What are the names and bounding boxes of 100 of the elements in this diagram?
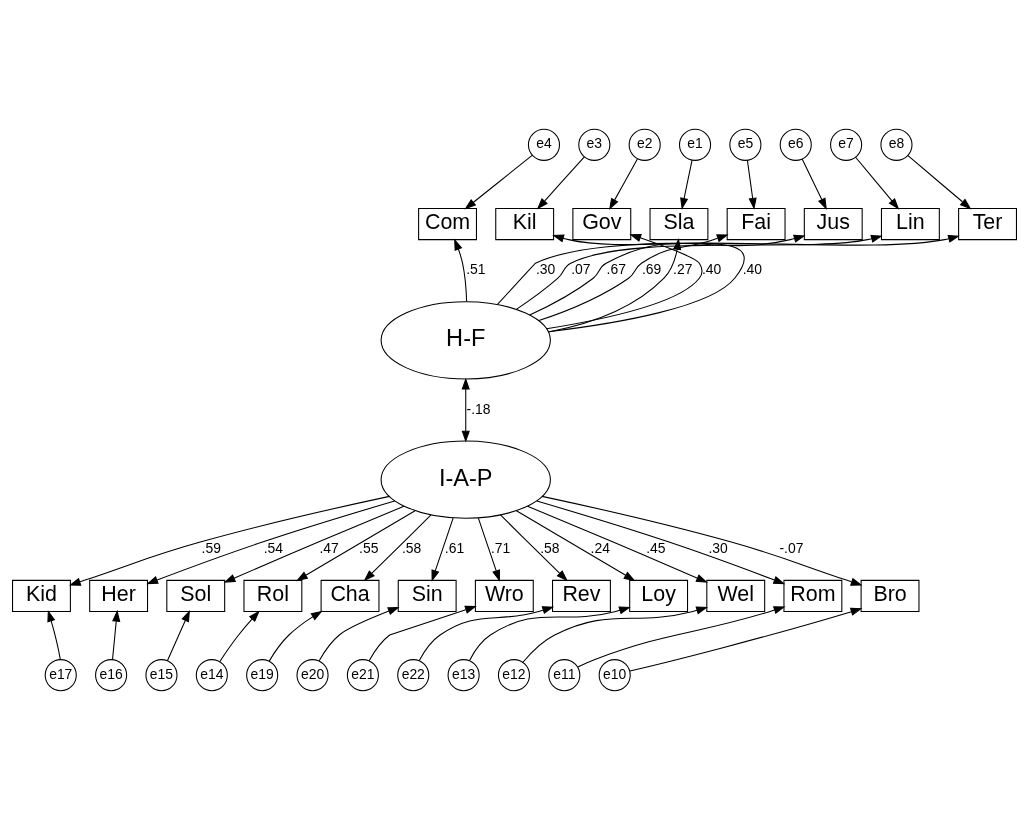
arrow <box>418 606 555 662</box>
edge-label: .59 <box>201 539 221 556</box>
node-circle: e3 <box>578 128 611 161</box>
arrow <box>577 606 786 668</box>
node-box: Her <box>89 579 149 612</box>
arrow <box>363 514 432 582</box>
edge-label: -.18 <box>466 400 491 417</box>
node-box: Jus <box>803 208 863 241</box>
arrow <box>496 234 960 305</box>
node-box: Lin <box>880 208 940 241</box>
edge-label: .30 <box>708 539 728 556</box>
node-box: Rom <box>783 579 843 612</box>
edge-label: .58 <box>401 539 422 556</box>
edge-label: .55 <box>359 539 379 556</box>
arrow <box>477 517 501 582</box>
edge-label: -.07 <box>779 539 804 556</box>
arrow <box>529 234 806 316</box>
node-box: Ter <box>958 208 1017 241</box>
arrow <box>223 505 405 583</box>
node-circle: e5 <box>729 128 762 161</box>
arrow <box>855 156 900 210</box>
arrow <box>522 606 708 663</box>
node-circle: e15 <box>145 659 178 692</box>
arrow <box>268 610 323 662</box>
node-circle: e22 <box>397 659 430 692</box>
arrow <box>296 510 416 582</box>
edge-label: .47 <box>319 539 339 556</box>
arrow <box>545 234 703 330</box>
node-box: Kil <box>495 208 555 241</box>
edge-label: .30 <box>535 261 556 278</box>
node-circle: e19 <box>246 659 279 692</box>
arrow <box>609 158 638 210</box>
edge-label: .27 <box>673 261 693 278</box>
node-box: Wro <box>474 579 534 612</box>
arrow <box>461 377 470 443</box>
node-box: Sin <box>397 579 457 612</box>
arrow <box>464 154 533 210</box>
edge-label: .07 <box>571 261 591 278</box>
arrow <box>746 159 757 210</box>
arrow <box>527 505 708 583</box>
node-circle: e21 <box>346 659 379 692</box>
node-circle: e10 <box>598 659 631 692</box>
node-box: Fai <box>726 208 786 241</box>
node-ellipse: I-A-P <box>380 440 551 519</box>
node-box: Bro <box>860 579 920 612</box>
arrow <box>431 517 454 582</box>
arrow <box>368 605 477 662</box>
node-box: Loy <box>629 579 689 612</box>
node-box: Rev <box>552 579 611 612</box>
arrow <box>499 514 568 582</box>
node-circle: e11 <box>548 659 581 692</box>
node-circle: e12 <box>497 659 531 692</box>
arrow <box>515 510 636 582</box>
node-box: Sol <box>166 579 226 612</box>
node-box: Cha <box>320 579 380 612</box>
edge-label: .40 <box>701 261 722 278</box>
edge-label: .58 <box>540 539 560 556</box>
node-box: Com <box>418 208 477 241</box>
edge-label: .67 <box>606 261 626 278</box>
node-circle: e8 <box>880 128 913 161</box>
edge-label: .61 <box>444 539 465 556</box>
edge-label: .24 <box>590 539 610 556</box>
arrow <box>629 607 863 672</box>
arrow <box>538 234 729 322</box>
arrow <box>907 155 972 210</box>
arrow <box>146 500 396 585</box>
node-circle: e17 <box>44 659 77 692</box>
arrow <box>801 158 827 210</box>
arrow <box>454 238 468 302</box>
arrow <box>166 610 190 662</box>
edge-label: .40 <box>742 261 763 278</box>
node-circle: e20 <box>296 659 329 692</box>
edge-label: .69 <box>641 261 662 278</box>
edge-label: .51 <box>466 261 486 278</box>
node-circle: e7 <box>830 128 863 161</box>
arrow <box>547 234 745 333</box>
node-circle: e2 <box>628 128 661 161</box>
node-circle: e4 <box>527 128 561 161</box>
node-box: Sla <box>649 208 709 241</box>
node-box: Wel <box>706 579 766 612</box>
arrow <box>47 609 61 660</box>
node-box: Kid <box>12 579 71 612</box>
node-circle: e16 <box>95 659 128 692</box>
arrow <box>536 500 786 585</box>
arrow <box>469 606 631 661</box>
arrow <box>111 609 121 661</box>
arrow <box>318 606 400 662</box>
node-circle: e13 <box>447 659 480 692</box>
node-box: Rol <box>243 579 303 612</box>
edge-label: .54 <box>263 539 284 556</box>
arrow <box>515 234 883 310</box>
edge-label: .45 <box>646 539 666 556</box>
edge-label: .71 <box>490 539 511 556</box>
node-ellipse: H-F <box>380 301 551 380</box>
node-circle: e1 <box>678 128 712 161</box>
arrow <box>541 495 863 586</box>
arrow <box>68 495 390 586</box>
node-circle: e14 <box>195 659 228 692</box>
arrow <box>219 610 260 662</box>
node-circle: e6 <box>779 128 812 161</box>
